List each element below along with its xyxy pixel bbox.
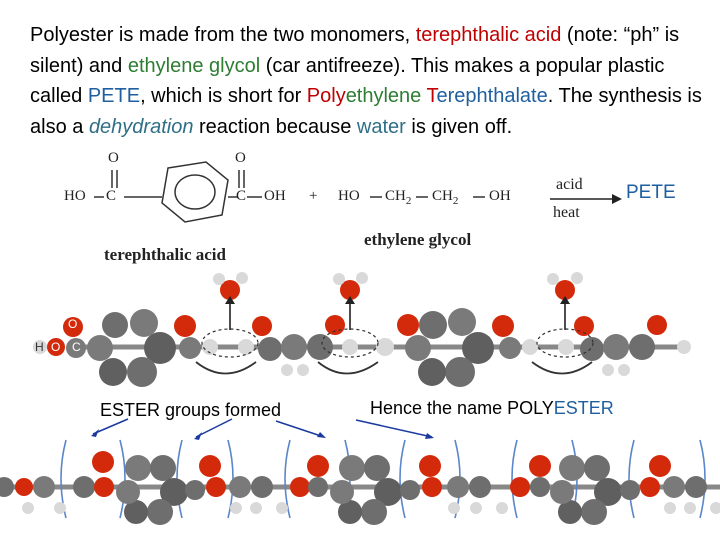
term-ethylene-glycol: ethylene glycol <box>127 54 261 77</box>
benzene-ring <box>161 161 229 223</box>
glycol-ch2-first: CH2 <box>385 188 412 207</box>
atom-label-h: H <box>35 340 44 354</box>
term-dehydration: dehydration <box>88 115 194 138</box>
label-ethylene-glycol: ethylene glycol <box>364 230 472 249</box>
hydroxyl-right: OH <box>264 188 286 204</box>
intro-text: is given off. <box>405 115 513 138</box>
hydroxyl-left: HO <box>64 188 86 204</box>
arrow-label-acid: acid <box>556 176 583 193</box>
glycol-ho: HO <box>338 188 360 204</box>
ester-groups-label: ESTER groups formed <box>100 400 282 420</box>
intro-text: Polyester is made from the two monomers, <box>30 24 416 46</box>
polyester-name-label: Hence the name POLYESTER <box>370 398 614 418</box>
water-release-arrows <box>229 302 566 330</box>
term-t: T <box>426 85 437 107</box>
intro-text: . The synthesis is also a <box>30 85 702 138</box>
polyester-chain-row-2 <box>0 439 720 525</box>
term-erephthalate: erephthalate <box>436 85 548 107</box>
term-terephthalic-acid: terephthalic acid <box>415 24 562 46</box>
atom-label-o2: O <box>51 340 61 354</box>
intro-text: (car antifreeze). This makes a popular p… <box>30 54 665 108</box>
intro-text: (note: “ph” is silent) and <box>30 24 680 77</box>
arrow-label-heat: heat <box>553 204 580 221</box>
carbonyl-o-right: O <box>235 150 246 166</box>
polymer-model-row-1 <box>33 272 691 387</box>
ester-pointer-arrows <box>92 418 433 438</box>
term-poly: Poly <box>306 85 346 107</box>
atom-label-c: C <box>72 340 81 354</box>
plus-sign: + <box>309 188 318 204</box>
carbonyl-o-left: O <box>108 150 119 166</box>
glycol-ch2-second: CH2 <box>432 188 459 207</box>
reaction-arrow <box>550 194 622 204</box>
label-terephthalic-acid: terephthalic acid <box>104 245 226 264</box>
glycol-oh: OH <box>489 188 511 204</box>
term-water: water <box>356 115 406 138</box>
equation-bonds <box>94 170 485 198</box>
intro-text: , which is short for <box>140 85 307 107</box>
intro-paragraph: Polyester is made from the two monomers,… <box>30 20 710 142</box>
intro-text: reaction because <box>193 115 357 138</box>
term-pete: PETE <box>87 85 141 107</box>
term-ethylene: ethylene <box>345 85 422 107</box>
product-pete: PETE <box>626 182 676 203</box>
carbon-left: C <box>106 188 117 204</box>
atom-label-o: O <box>68 317 78 331</box>
condensation-marks <box>195 328 594 375</box>
carbon-right: C <box>236 188 247 204</box>
